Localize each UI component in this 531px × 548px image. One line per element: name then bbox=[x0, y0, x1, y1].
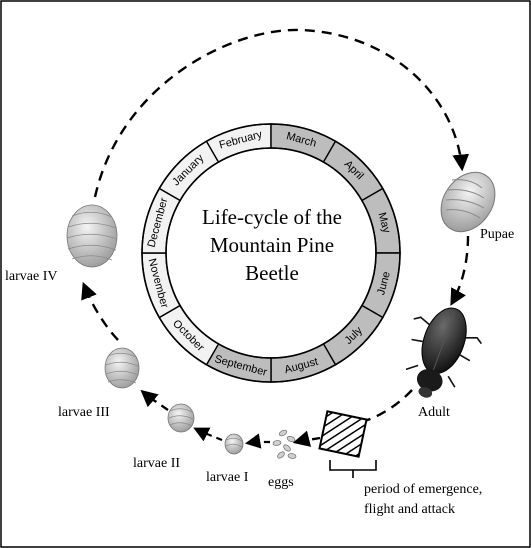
cycle-arrow-to-eggs bbox=[292, 430, 321, 447]
larvae-3-illustration bbox=[104, 347, 140, 389]
month-label-june: June bbox=[375, 270, 393, 296]
adult-beetle-illustration bbox=[405, 307, 482, 398]
adult-label: Adult bbox=[418, 405, 450, 420]
emergence-label-line-2: flight and attack bbox=[364, 502, 455, 517]
diagram-title-line-1: Life-cycle of the bbox=[202, 205, 342, 229]
larvae-4-illustration bbox=[66, 204, 118, 268]
eggs-label: eggs bbox=[268, 475, 294, 490]
pupae-label: Pupae bbox=[480, 227, 514, 242]
eggs-illustration bbox=[272, 429, 297, 459]
cycle-arrow-larvae1-larvae2 bbox=[193, 427, 223, 442]
emergence-label-line-1: period of emergence, bbox=[364, 482, 482, 497]
larvae-1-label: larvae I bbox=[206, 470, 249, 485]
ring-outer-border bbox=[141, 123, 401, 383]
month-label-may: May bbox=[376, 211, 393, 235]
pupae-illustration bbox=[440, 171, 496, 233]
emergence-marker bbox=[318, 410, 368, 458]
cycle-arrow-larvae3-larvae4 bbox=[81, 281, 119, 341]
larvae-4-label: larvae IV bbox=[5, 269, 57, 284]
cycle-arrow-eggs-larvae1 bbox=[244, 433, 271, 449]
larvae-2-illustration bbox=[167, 403, 195, 433]
larvae-1-illustration bbox=[224, 433, 244, 455]
larvae-2-label: larvae II bbox=[133, 456, 180, 471]
larvae-3-label: larvae III bbox=[58, 405, 110, 420]
cycle-arrow-top bbox=[93, 28, 470, 198]
diagram-title-line-2: Mountain Pine bbox=[210, 233, 334, 257]
diagram-title-line-3: Beetle bbox=[245, 261, 299, 285]
cycle-arrow-pupae-adult bbox=[450, 235, 470, 306]
ring-inner-border bbox=[165, 147, 377, 359]
cycle-arrow-larvae2-larvae3 bbox=[140, 389, 169, 411]
emergence-bracket bbox=[329, 460, 377, 478]
